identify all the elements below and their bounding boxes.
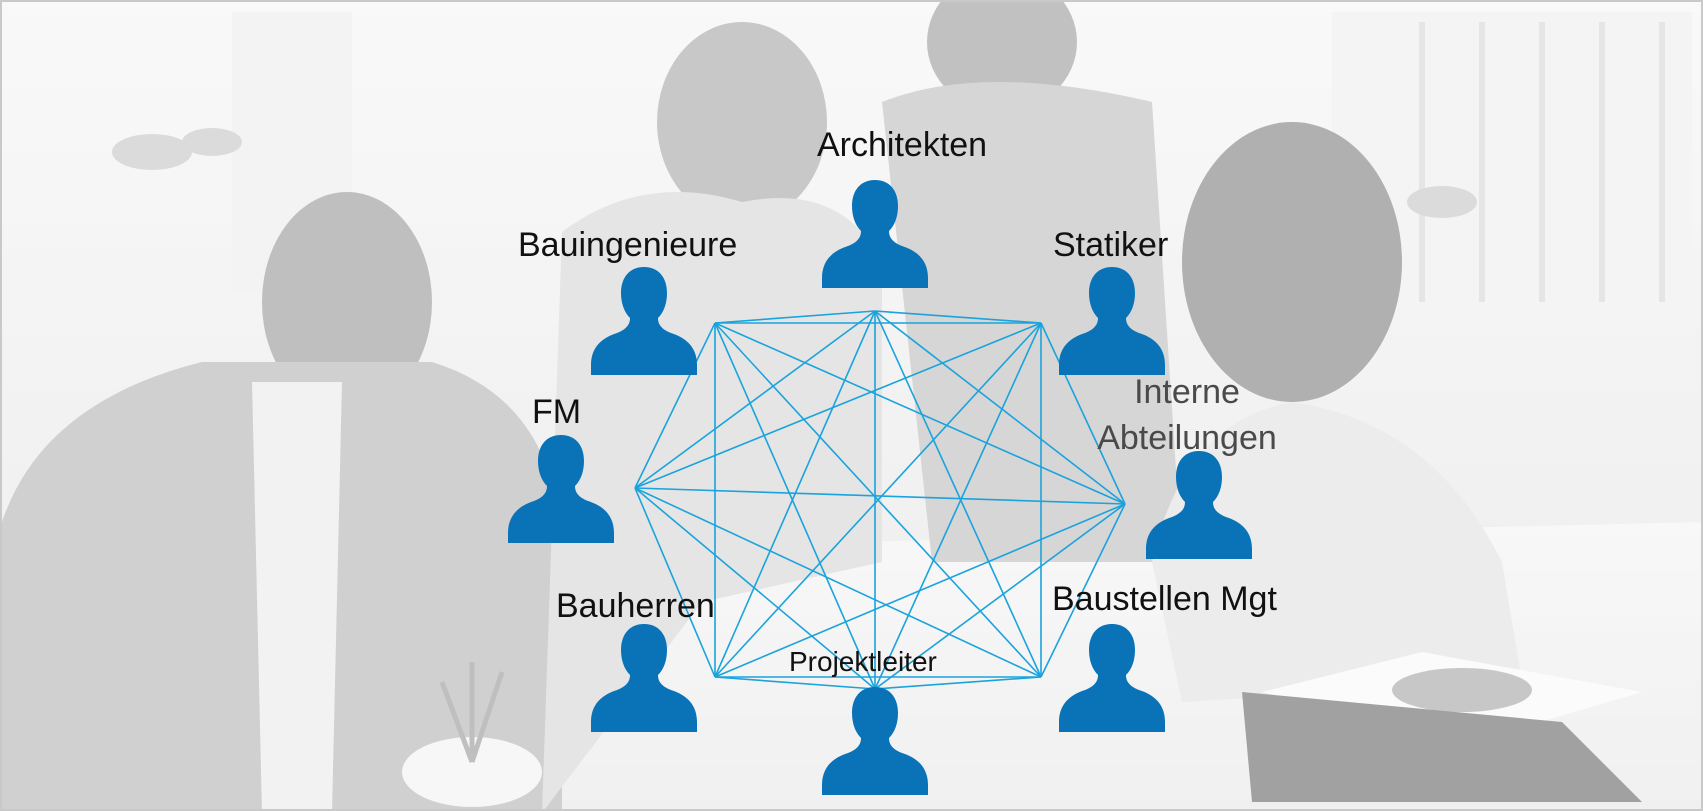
network-edge-architekten-fm [634, 310, 876, 489]
network-edge-architekten-statiker [874, 310, 1042, 324]
label-interne: Interne [1134, 373, 1240, 411]
network-edge-interne-abteilungen-projektleiter [874, 503, 1126, 690]
baustellen-mgt-person-icon [1059, 624, 1165, 732]
network-edges [634, 310, 1126, 690]
network-edge-fm-interne-abteilungen [634, 487, 1126, 505]
network-edge-bauingenieure-interne-abteilungen [714, 322, 1126, 505]
network-edge-architekten-interne-abteilungen [874, 310, 1126, 505]
network-edge-bauingenieure-fm [634, 322, 716, 489]
projektleiter-person-icon [822, 687, 928, 795]
network-edge-architekten-bauingenieure [714, 310, 876, 324]
bauherren-person-icon [591, 624, 697, 732]
architekten-person-icon [822, 180, 928, 288]
network-edge-statiker-fm [634, 322, 1042, 489]
network-edge-fm-projektleiter [634, 487, 876, 690]
fm-person-icon [508, 435, 614, 543]
network-edge-interne-abteilungen-baustellen-mgt [1040, 503, 1126, 678]
label-interne-abteilungen: Interne Abteilungen [1087, 369, 1287, 461]
label-projektleiter: Projektleiter [789, 646, 937, 677]
network-edge-statiker-bauherren [714, 322, 1042, 678]
network-edge-statiker-projektleiter [874, 322, 1042, 690]
network-edge-bauingenieure-projektleiter [714, 322, 876, 690]
bauingenieure-person-icon [591, 267, 697, 375]
statiker-person-icon [1059, 267, 1165, 375]
label-fm: FM [532, 393, 582, 431]
interne-abteilungen-person-icon [1146, 451, 1252, 559]
label-bauingenieure: Bauingenieure [518, 226, 738, 264]
label-abteilungen: Abteilungen [1097, 419, 1277, 457]
network-edge-baustellen-mgt-projektleiter [874, 676, 1042, 690]
network-edge-fm-bauherren [634, 487, 716, 678]
label-architekten: Architekten [817, 126, 988, 164]
network-edge-bauherren-projektleiter [714, 676, 876, 690]
label-bauherren: Bauherren [556, 587, 715, 625]
label-statiker: Statiker [1053, 226, 1169, 264]
label-baustellen-mgt: Baustellen Mgt [1052, 580, 1277, 618]
network-edge-interne-abteilungen-bauherren [714, 503, 1126, 678]
network-edge-fm-baustellen-mgt [634, 487, 1042, 678]
network-edge-architekten-baustellen-mgt [874, 310, 1042, 678]
network-edge-statiker-interne-abteilungen [1040, 322, 1126, 505]
